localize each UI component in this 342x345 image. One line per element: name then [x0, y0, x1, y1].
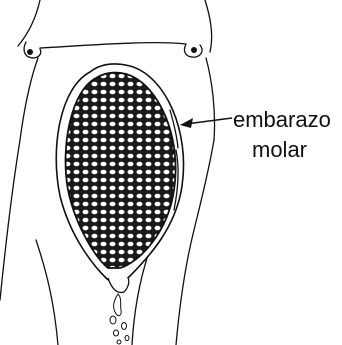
cervix-discharge: [108, 278, 129, 344]
left-arm-line: [18, 0, 40, 46]
discharge-drop: [110, 316, 116, 324]
chest-line: [40, 43, 186, 48]
left-torso-outline: [0, 58, 38, 300]
discharge-drop: [125, 336, 129, 341]
discharge-drop: [117, 340, 121, 344]
label-arrow: [180, 118, 232, 128]
cervix: [108, 278, 129, 292]
left-breast-line: [24, 42, 41, 58]
discharge-drop: [114, 330, 119, 336]
left-thigh-line: [36, 240, 58, 345]
left-nipple: [27, 49, 33, 55]
right-nipple: [191, 47, 197, 53]
right-torso-outline: [176, 58, 215, 345]
label-molar: molar: [252, 139, 307, 161]
uterus: [56, 64, 183, 283]
discharge-drop: [122, 323, 127, 330]
breasts: [24, 42, 202, 58]
discharge-stream: [114, 294, 122, 316]
right-arm-line: [205, 0, 212, 52]
label-embarazo: embarazo: [233, 109, 331, 131]
arrow-head: [180, 118, 193, 128]
arrow-shaft: [186, 118, 232, 124]
